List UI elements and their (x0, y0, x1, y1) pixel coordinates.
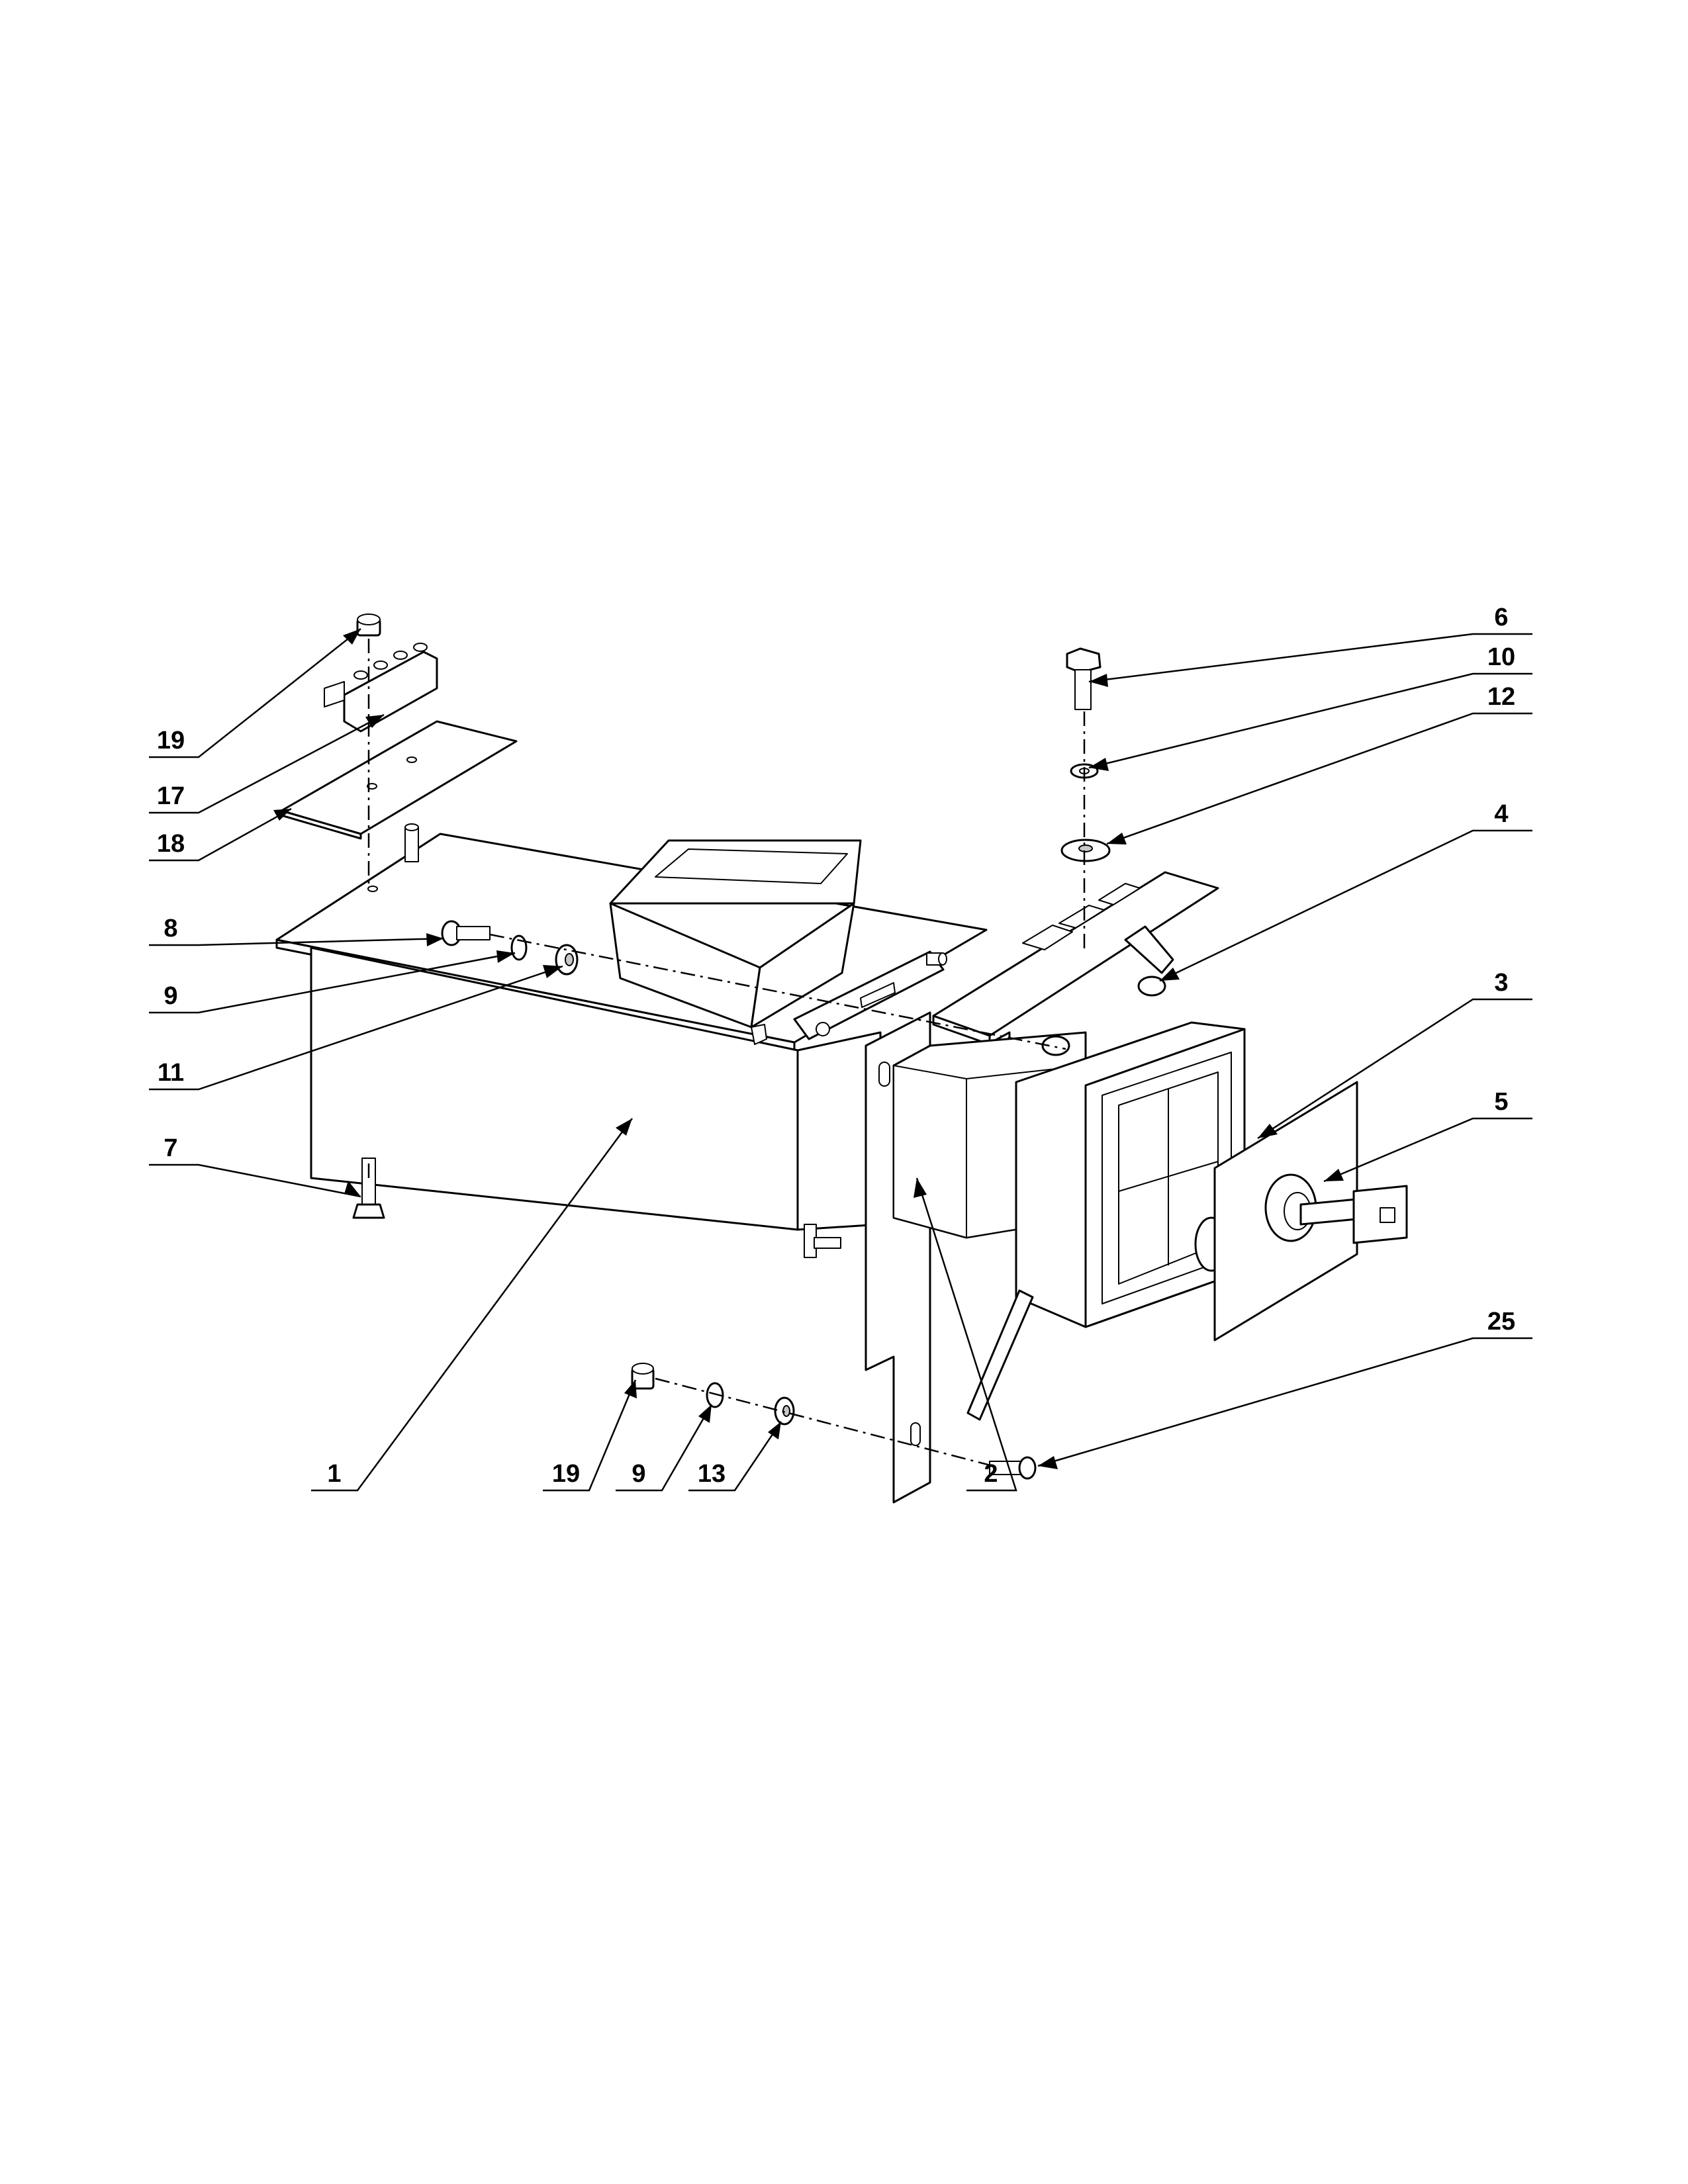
callout-19-top: 19 (157, 727, 185, 754)
part-lock-5 (1213, 1081, 1408, 1342)
callout-4: 4 (1494, 800, 1508, 828)
rail-bracket (793, 950, 947, 1040)
bolt-6 (1066, 647, 1102, 710)
terminal-block-17 (324, 643, 438, 733)
callout-7: 7 (164, 1134, 177, 1162)
callout-9-upper: 9 (164, 982, 177, 1010)
callout-1: 1 (327, 1460, 341, 1488)
screw-8 (441, 920, 491, 946)
callout-labels: 6 10 12 4 3 5 25 19 17 18 8 9 11 7 1 19 … (157, 604, 1515, 1488)
callout-19-bottom: 19 (552, 1460, 580, 1488)
posts (804, 1224, 841, 1258)
flat-washer-12 (1060, 839, 1111, 862)
leader-lines (149, 628, 1532, 1492)
callout-8: 8 (164, 915, 177, 942)
callout-17: 17 (157, 782, 185, 810)
washer-13 (774, 1396, 795, 1426)
callout-6: 6 (1494, 604, 1508, 631)
plate-18 (280, 720, 518, 840)
nut-19-bottom (631, 1363, 655, 1390)
nut-19-top (356, 614, 381, 637)
callout-10: 10 (1487, 643, 1515, 671)
screw-7 (352, 1158, 385, 1219)
lock-washer-9-upper (510, 934, 528, 961)
callout-2: 2 (984, 1460, 998, 1488)
lock-washer-9-lower (706, 1382, 724, 1408)
callout-12: 12 (1487, 683, 1515, 711)
callout-13: 13 (698, 1460, 726, 1488)
assembly-axes (367, 639, 1086, 1467)
callout-11: 11 (158, 1059, 184, 1087)
hopper-funnel (609, 839, 862, 1045)
callout-5: 5 (1494, 1088, 1508, 1116)
washer-11 (555, 944, 579, 976)
callout-9-lower: 9 (632, 1460, 645, 1488)
part-frame-3 (966, 976, 1246, 1421)
callout-25: 25 (1487, 1308, 1515, 1336)
screw-25 (989, 1456, 1037, 1480)
callout-18: 18 (157, 830, 185, 858)
callout-3: 3 (1494, 969, 1508, 997)
